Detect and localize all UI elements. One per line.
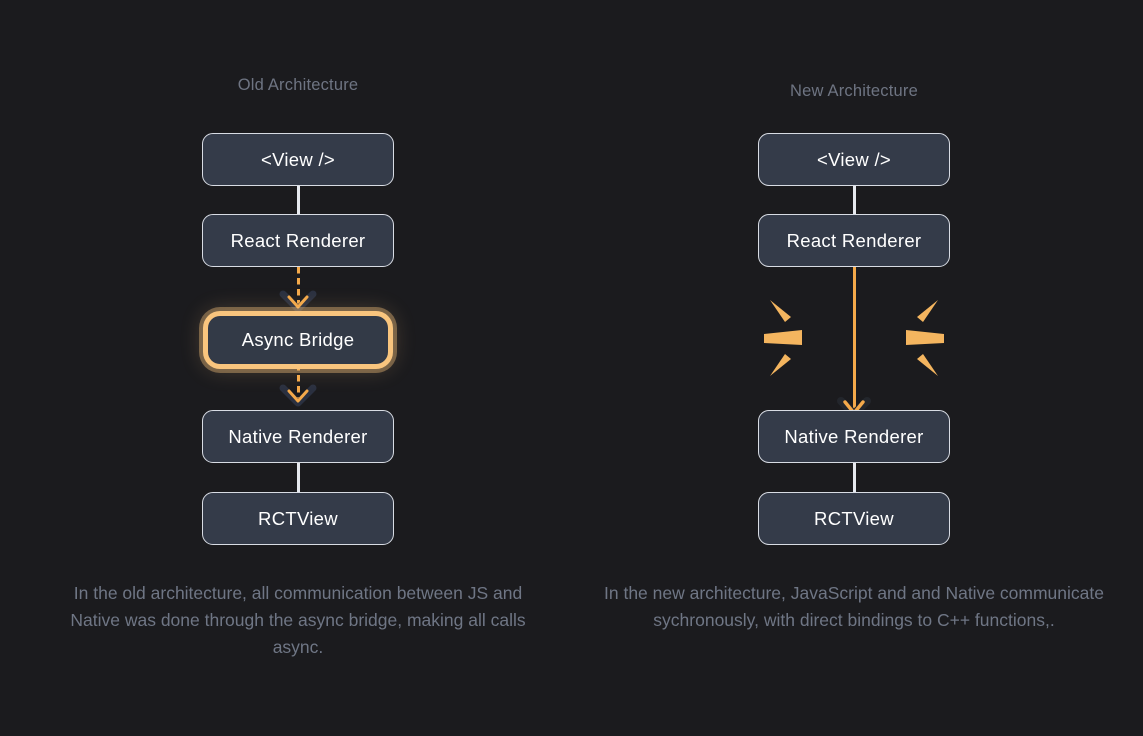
- node-rctview-new: RCTView: [604, 492, 1104, 545]
- node-label: React Renderer: [786, 229, 922, 251]
- node-native-renderer-old: Native Renderer: [48, 410, 548, 463]
- node-label: Native Renderer: [228, 425, 368, 447]
- node-box-native-renderer-new[interactable]: Native Renderer: [758, 410, 950, 463]
- node-box-async-bridge[interactable]: Async Bridge: [208, 316, 388, 364]
- connector-view-to-react: [296, 186, 300, 216]
- connector-native-to-rctview-new: [852, 463, 856, 493]
- node-label: React Renderer: [230, 229, 366, 251]
- solid-arrow-react-to-native: [852, 267, 856, 409]
- node-box-react-renderer-new[interactable]: React Renderer: [758, 214, 950, 267]
- old-architecture-column: Old Architecture <View />: [48, 0, 548, 736]
- new-architecture-caption: In the new architecture, JavaScript and …: [604, 583, 1104, 630]
- node-async-bridge: Async Bridge: [48, 316, 548, 364]
- node-label: Async Bridge: [241, 329, 355, 350]
- node-box-native-renderer-old[interactable]: Native Renderer: [202, 410, 394, 463]
- node-react-renderer-old: React Renderer: [48, 214, 548, 267]
- node-view-new: <View />: [604, 133, 1104, 186]
- new-architecture-heading: New Architecture: [790, 82, 918, 100]
- node-box-view-new[interactable]: <View />: [758, 133, 950, 186]
- node-label: <View />: [816, 148, 892, 170]
- node-box-react-renderer-old[interactable]: React Renderer: [202, 214, 394, 267]
- connector-view-to-react-new: [852, 186, 856, 216]
- dashed-arrow-bridge-to-native: [296, 364, 300, 404]
- node-rctview-old: RCTView: [48, 492, 548, 545]
- old-architecture-heading: Old Architecture: [237, 76, 359, 94]
- old-architecture-caption: In the old architecture, all communicati…: [70, 583, 526, 657]
- node-box-view-old[interactable]: <View />: [202, 133, 394, 186]
- connector-native-to-rctview: [296, 463, 300, 493]
- dashed-arrow-react-to-bridge: [296, 267, 300, 309]
- node-box-rctview-old[interactable]: RCTView: [202, 492, 394, 545]
- node-label: RCTView: [258, 507, 338, 529]
- node-box-rctview-new[interactable]: RCTView: [758, 492, 950, 545]
- new-architecture-column: New Architecture: [604, 0, 1104, 736]
- node-native-renderer-new: Native Renderer: [604, 410, 1104, 463]
- node-react-renderer-new: React Renderer: [604, 214, 1104, 267]
- node-view-old: <View />: [48, 133, 548, 186]
- node-label: Native Renderer: [784, 425, 924, 447]
- node-label: <View />: [260, 148, 336, 170]
- node-label: RCTView: [814, 507, 894, 529]
